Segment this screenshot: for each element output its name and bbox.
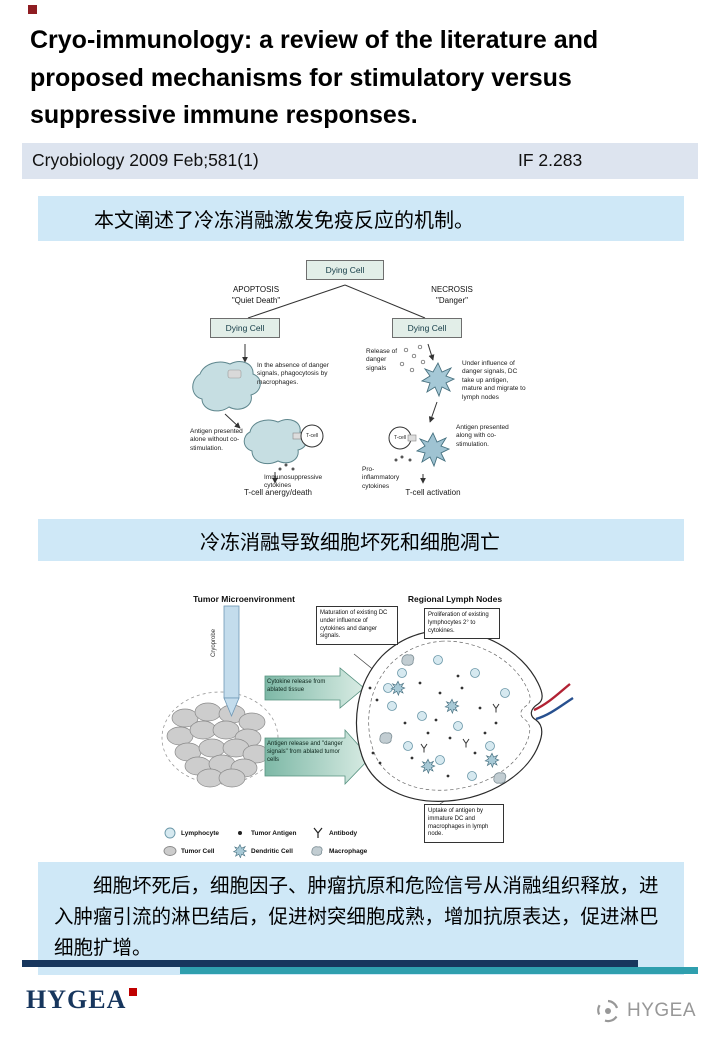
- top-left-accent: [28, 5, 37, 14]
- cryoprobe-icon: [223, 605, 240, 718]
- legend-dendritic-cell: Dendritic Cell: [232, 844, 293, 858]
- cryoprobe-label: Cryoprobe: [211, 629, 217, 658]
- legend-label: Dendritic Cell: [251, 847, 293, 855]
- antigen-arrow-label: Antigen release and "danger signals" fro…: [267, 741, 343, 763]
- tumor-antigen-icon: [238, 831, 242, 835]
- tumor-cell-icon: [163, 846, 177, 856]
- necrosis-title: NECROSIS: [431, 285, 473, 294]
- legend-label: Lymphocyte: [181, 829, 220, 837]
- tcell-left-label: T-cell: [306, 433, 318, 439]
- hygea-watermark-text: HYGEA: [626, 1000, 696, 1021]
- apc-tcell-left: [243, 419, 324, 471]
- tumor-microenvironment-header: Tumor Microenvironment: [193, 594, 295, 604]
- branch-lines: [224, 284, 438, 484]
- highlight-summary-text: 细胞坏死后，细胞因子、肿瘤抗原和危险信号从消融组织释放，进入肿瘤引流的淋巴结后，…: [54, 876, 659, 960]
- dying-cell-box-top: Dying Cell: [306, 260, 384, 280]
- figure-lymph-node: Tumor Microenvironment Regional Lymph No…: [140, 588, 600, 860]
- cytokine-arrow-label: Cytokine release from ablated tissue: [267, 679, 326, 693]
- antibody-icon: [313, 827, 323, 838]
- hygea-watermark-icon: [597, 999, 619, 1023]
- legend-antibody: Antibody: [310, 826, 357, 840]
- tcell-right-label: T-cell: [394, 435, 406, 441]
- necrosis-note: Under influence of danger signals, DC ta…: [462, 360, 526, 401]
- vein-vessel: [535, 696, 574, 721]
- footer-teal-bar: [180, 967, 698, 974]
- macrophage-cell: [192, 361, 261, 412]
- legend-label: Tumor Cell: [181, 847, 215, 855]
- necrosis-subtitle: "Danger": [436, 295, 468, 305]
- lymphocyte-icon: [164, 827, 176, 839]
- tumor-mass: [166, 702, 270, 788]
- callout-proliferation: Proliferation of existing lymphocytes 2°…: [424, 608, 500, 640]
- hygea-watermark: HYGEA: [595, 998, 696, 1024]
- apoptosis-title: APOPTOSIS: [232, 285, 280, 294]
- artery-vessel: [533, 683, 571, 712]
- highlight-mid: 冷冻消融导致细胞坏死和细胞凋亡: [38, 519, 684, 561]
- proinflammatory-label: Pro-inflammatory cytokines: [362, 466, 400, 490]
- legend-label: Tumor Antigen: [251, 829, 297, 837]
- figure-apoptosis-necrosis: Dying Cell Dying Cell Dying Cell APOPTOS…: [140, 252, 580, 517]
- tcell-activation-label: T-cell activation: [405, 488, 461, 497]
- apoptosis-note: In the absence of danger signals, phagoc…: [257, 362, 329, 386]
- footer-navy-bar: [22, 960, 638, 967]
- hygea-logo: HYGEA: [26, 985, 138, 1015]
- tcell-anergy-label: T-cell anergy/death: [243, 488, 313, 497]
- apoptosis-subtitle: "Quiet Death": [231, 295, 281, 305]
- antigen-right-note: Antigen presented along with co-stimulat…: [456, 424, 509, 448]
- callout-uptake: Uptake of antigen by immature DC and mac…: [424, 804, 504, 844]
- cytokine-arrow: [264, 667, 365, 709]
- legend-macrophage: Macrophage: [310, 844, 367, 858]
- highlight-summary: 细胞坏死后，细胞因子、肿瘤抗原和危险信号从消融组织释放，进入肿瘤引流的淋巴结后，…: [38, 862, 684, 975]
- regional-lymph-nodes-header: Regional Lymph Nodes: [407, 594, 503, 604]
- figure1-drawing: [192, 284, 455, 484]
- antigen-left-note: Antigen presented alone without co-stimu…: [190, 428, 243, 452]
- logo-red-mark: [129, 988, 138, 996]
- necrosis-heading: NECROSIS "Danger": [412, 285, 492, 307]
- legend-lymphocyte: Lymphocyte: [162, 826, 219, 840]
- dc-tcell-right: [388, 426, 450, 467]
- antigen-arrow: [264, 728, 371, 785]
- danger-signal-dots: [399, 344, 426, 373]
- dendritic-cell-icon: [232, 844, 248, 858]
- page-title: Cryo-immunology: a review of the literat…: [30, 26, 599, 129]
- lymph-node-inner-contour: [368, 640, 531, 791]
- impact-factor: IF 2.283: [518, 150, 583, 170]
- callout-maturation: Maturation of existing DC under influenc…: [316, 606, 398, 646]
- journal-citation: Cryobiology 2009 Feb;581(1): [32, 150, 259, 170]
- legend-tumor-cell: Tumor Cell: [162, 844, 214, 858]
- legend-label: Antibody: [329, 829, 358, 837]
- necrotic-cell-icon: [421, 362, 455, 397]
- apoptosis-heading: APOPTOSIS "Quiet Death": [212, 285, 300, 307]
- highlight-intro: 本文阐述了冷冻消融激发免疫反应的机制。: [38, 196, 684, 241]
- highlight-mid-text: 冷冻消融导致细胞坏死和细胞凋亡: [200, 531, 500, 554]
- hygea-logo-text: HYGEA: [26, 985, 127, 1014]
- legend-tumor-antigen: Tumor Antigen: [232, 826, 297, 840]
- citation-bar: Cryobiology 2009 Feb;581(1) IF 2.283: [22, 143, 698, 179]
- release-note: Release of danger signals: [366, 348, 398, 372]
- figure2-drawing: [161, 605, 574, 805]
- legend-label: Macrophage: [329, 847, 368, 855]
- dying-cell-box-left: Dying Cell: [210, 318, 280, 338]
- macrophage-icon: [311, 846, 323, 856]
- highlight-intro-text: 本文阐述了冷冻消融激发免疫反应的机制。: [94, 210, 474, 232]
- immunosuppressive-label: Immunosuppressive cytokines: [264, 474, 323, 490]
- dying-cell-box-right: Dying Cell: [392, 318, 462, 338]
